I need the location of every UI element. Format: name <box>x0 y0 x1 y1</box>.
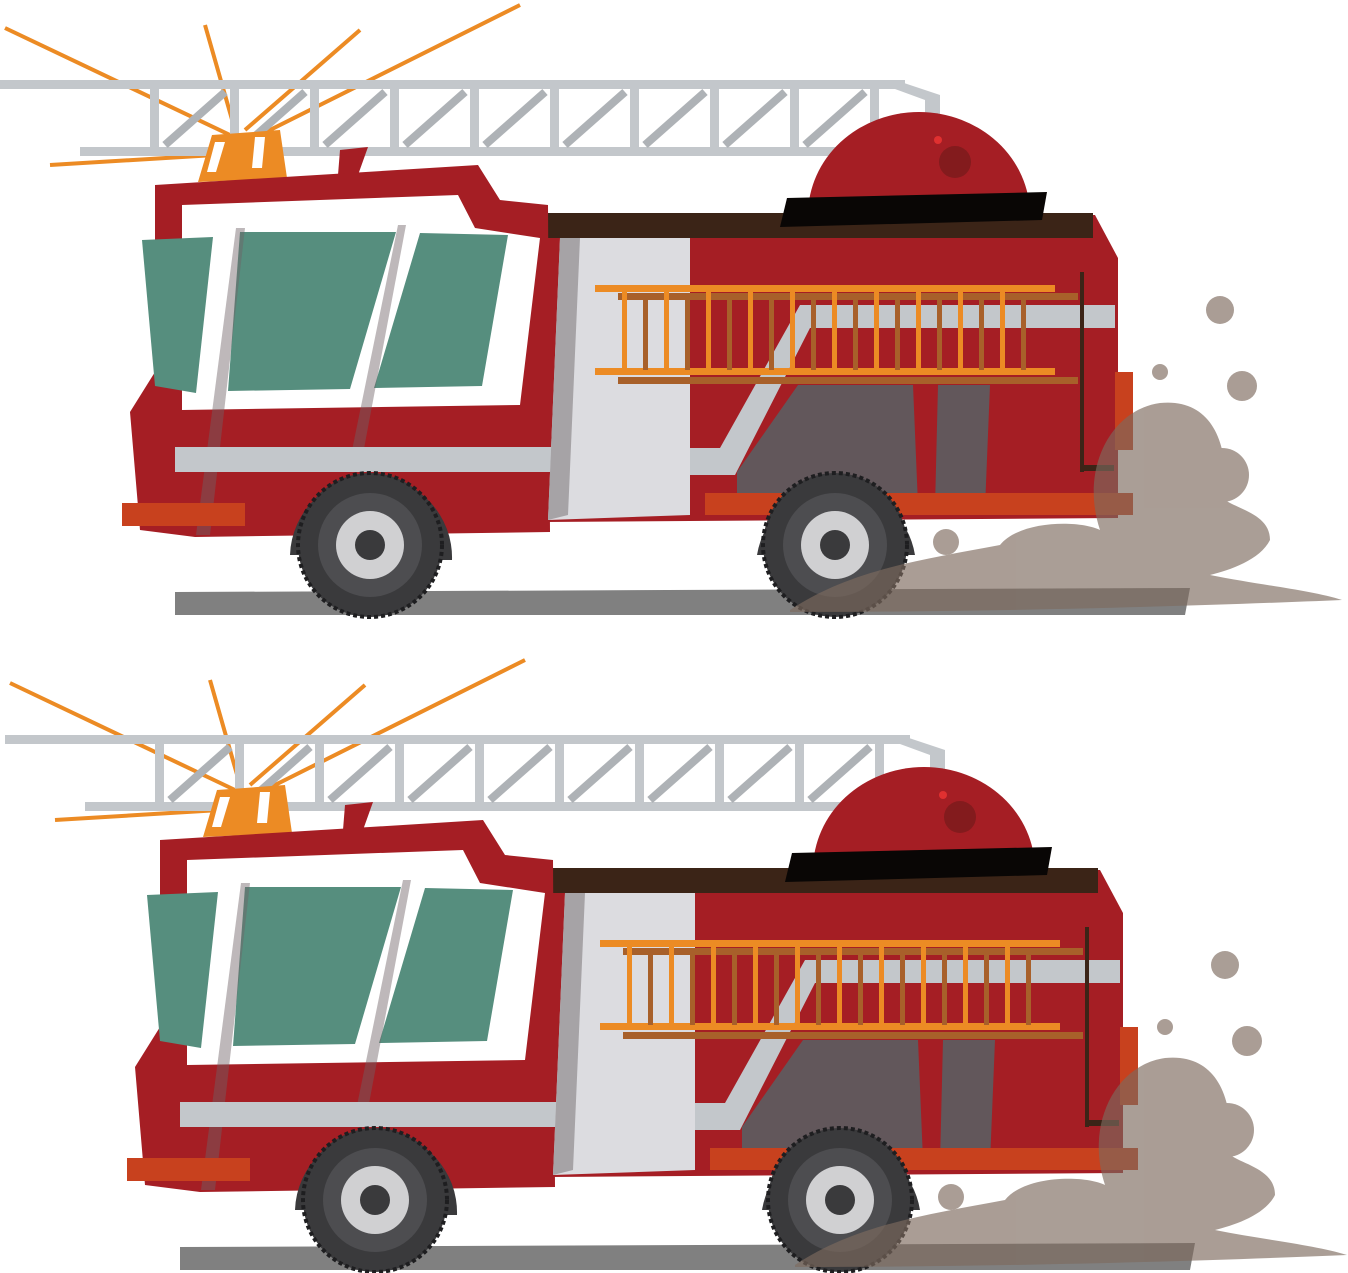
fire-truck-bottom <box>5 660 1347 1272</box>
fire-truck-top <box>0 5 1342 617</box>
